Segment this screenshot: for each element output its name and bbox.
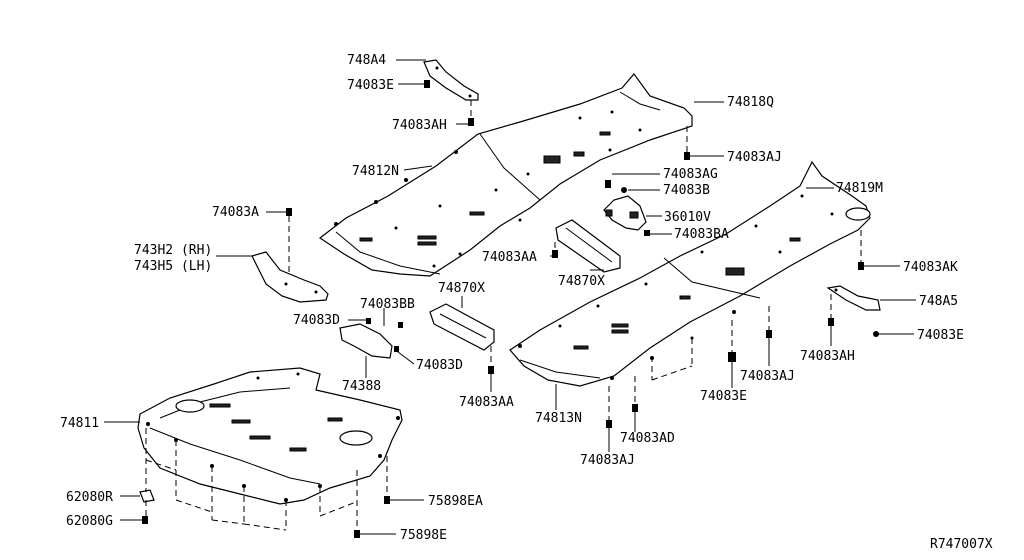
label-74083AD: 74083AD: [620, 431, 675, 446]
bolt-74083E-mid: [728, 352, 736, 362]
label-74083E-right: 74083E: [917, 328, 964, 343]
bracket-74870X-mid: [555, 219, 621, 273]
part-labels: 748A4 74083E 74083AH 74818Q 74812N 74083…: [60, 53, 993, 552]
floor-undercover-74819M: [509, 160, 871, 387]
label-74083B: 74083B: [663, 183, 710, 198]
label-74812N: 74812N: [352, 164, 399, 179]
label-74083BA: 74083BA: [674, 227, 729, 242]
label-74083D-left: 74083D: [293, 313, 340, 328]
label-74083AA-mid: 74083AA: [482, 250, 537, 265]
label-75898E: 75898E: [400, 528, 447, 543]
bolt-74083AH-right: [828, 318, 834, 326]
label-748A5: 748A5: [919, 294, 958, 309]
label-36010V: 36010V: [664, 210, 711, 225]
label-74083AJ-top: 74083AJ: [727, 150, 782, 165]
bolt-75898E: [354, 530, 360, 538]
label-74811: 74811: [60, 416, 99, 431]
bolt-74083D-right: [394, 346, 399, 352]
clip-62080R: [139, 489, 155, 503]
label-74083D-right: 74083D: [416, 358, 463, 373]
label-74083AH-top: 74083AH: [392, 118, 447, 133]
bracket-74388: [339, 323, 393, 359]
bracket-748A4: [423, 59, 479, 101]
leader-lines: [104, 59, 916, 535]
bolt-74083E-top: [424, 80, 430, 88]
bolt-74083B: [621, 187, 627, 193]
label-74083AG: 74083AG: [663, 167, 718, 182]
label-748A4: 748A4: [347, 53, 386, 68]
label-74870X-mid: 74870X: [558, 274, 605, 289]
diagram-reference: R747007X: [930, 537, 993, 552]
label-74083AH-right: 74083AH: [800, 349, 855, 364]
bolt-74083D-left: [366, 318, 371, 324]
label-74813N: 74813N: [535, 411, 582, 426]
floor-undercover-74812N: [318, 73, 693, 277]
label-74083E-top: 74083E: [347, 78, 394, 93]
label-743H2: 743H2 (RH): [134, 243, 212, 258]
bracket-748A5: [826, 285, 881, 311]
label-74083BB: 74083BB: [360, 297, 415, 312]
label-74083AK: 74083AK: [903, 260, 958, 275]
label-74083AJ-low: 74083AJ: [580, 453, 635, 468]
bolt-74083AJ-mid: [766, 330, 772, 338]
bolt-74083AD: [632, 404, 638, 412]
label-74870X-left: 74870X: [438, 281, 485, 296]
bolt-74083BB: [398, 322, 403, 328]
label-74083A: 74083A: [212, 205, 259, 220]
label-74819M: 74819M: [836, 181, 883, 196]
bolt-74083AG: [605, 180, 611, 188]
bracket-74870X-left: [429, 303, 495, 351]
label-62080G: 62080G: [66, 514, 113, 529]
bolt-74083A: [286, 208, 292, 216]
bolt-75898EA: [384, 496, 390, 504]
bolt-74083AH-top: [468, 118, 474, 126]
bolt-74083AJ-low: [606, 420, 612, 428]
bolt-74083AA-mid: [552, 250, 558, 258]
bolt-74083AJ-top: [684, 152, 690, 160]
bolt-62080G: [142, 516, 148, 524]
label-74388: 74388: [342, 379, 381, 394]
bolt-74083BA: [644, 230, 650, 236]
bolt-74083E-right: [873, 331, 879, 337]
label-74083AA-low: 74083AA: [459, 395, 514, 410]
bolt-74083AK: [858, 262, 864, 270]
label-74083E-mid: 74083E: [700, 389, 747, 404]
front-undercover-74811: [137, 367, 403, 505]
label-74818Q: 74818Q: [727, 95, 774, 110]
label-62080R: 62080R: [66, 490, 113, 505]
label-74083AJ-mid: 74083AJ: [740, 369, 795, 384]
bolt-74083AA-low: [488, 366, 494, 374]
label-743H5: 743H5 (LH): [134, 259, 212, 274]
bracket-36010V: [603, 195, 647, 231]
bracket-743H2-743H5: [251, 251, 329, 303]
label-75898EA: 75898EA: [428, 494, 483, 509]
